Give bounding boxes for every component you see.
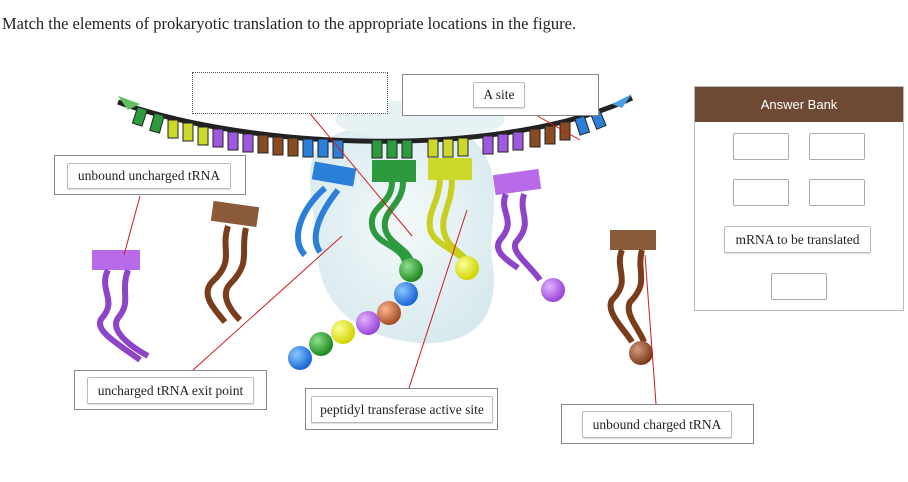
target-uncharged-trna-exit-point[interactable]: uncharged tRNA exit point: [74, 370, 267, 410]
mrna-strand: [117, 94, 634, 159]
bank-slot-empty[interactable]: [733, 179, 789, 206]
question-text: Match the elements of prokaryotic transl…: [2, 14, 577, 33]
answer-bank: Answer Bank mRNA to be translated: [694, 86, 904, 311]
leader-lines: [123, 109, 657, 405]
free-trna-brown-right: [607, 230, 656, 365]
polypeptide-chain: [288, 282, 418, 370]
free-trna-purple-left: [92, 250, 150, 363]
trna-p-site: [368, 160, 423, 282]
unbound-charged-trna-chip[interactable]: unbound charged tRNA: [582, 411, 732, 438]
uncharged-trna-exit-point-chip[interactable]: uncharged tRNA exit point: [87, 377, 254, 404]
target-peptidyl-transferase[interactable]: peptidyl transferase active site: [305, 388, 498, 430]
mrna-to-be-translated-chip[interactable]: mRNA to be translated: [724, 226, 871, 253]
target-a-site[interactable]: A site: [402, 74, 599, 116]
free-trna-purple-right: [492, 168, 565, 302]
answer-bank-header: Answer Bank: [695, 87, 903, 122]
a-site-chip[interactable]: A site: [473, 82, 525, 108]
trna-exit: [294, 161, 357, 258]
bank-slot-empty[interactable]: [809, 133, 865, 160]
trna-a-site: [426, 158, 479, 280]
target-empty-top[interactable]: [192, 72, 388, 114]
bank-slot-empty[interactable]: [771, 273, 827, 300]
target-unbound-charged-trna[interactable]: unbound charged tRNA: [561, 404, 754, 444]
free-trna-brown-left: [204, 200, 260, 324]
bank-slot-empty[interactable]: [733, 133, 789, 160]
peptidyl-transferase-chip[interactable]: peptidyl transferase active site: [311, 396, 493, 423]
unbound-uncharged-trna-chip[interactable]: unbound uncharged tRNA: [67, 163, 231, 189]
target-unbound-uncharged-trna[interactable]: unbound uncharged tRNA: [54, 155, 246, 195]
bank-slot-empty[interactable]: [809, 179, 865, 206]
